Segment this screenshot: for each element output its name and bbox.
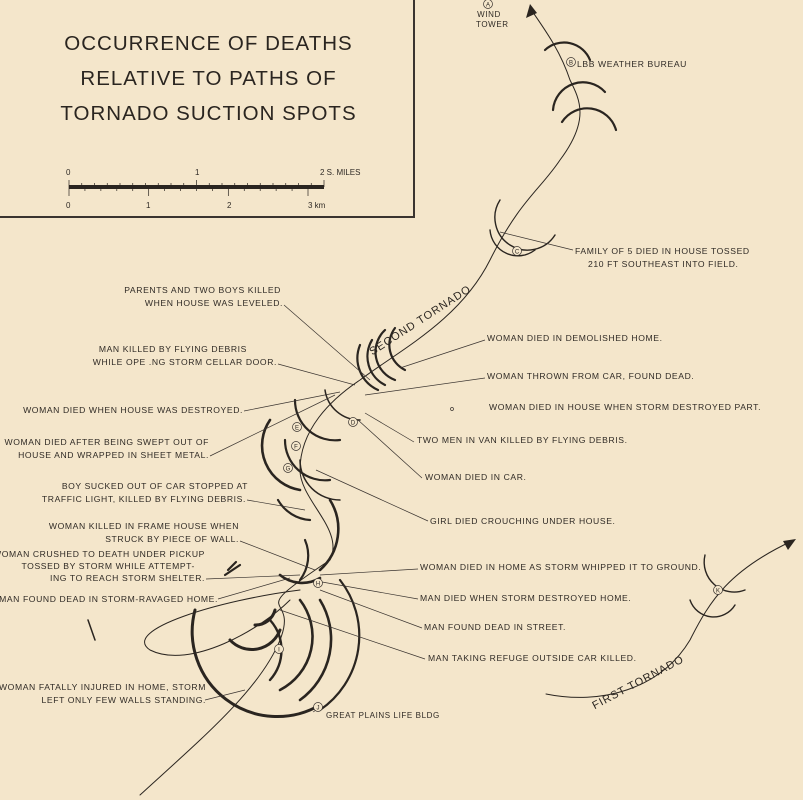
marker-d — [348, 417, 358, 427]
annotation-demolished: WOMAN DIED IN DEMOLISHED HOME. — [487, 333, 663, 343]
marker-e — [292, 422, 302, 432]
marker-h-letter: H — [316, 582, 320, 588]
annotation-fatally-line-1: WOMAN FATALLY INJURED IN HOME, STORM — [0, 682, 206, 692]
marker-i — [274, 644, 284, 654]
annotation-crushed-line-3: ING TO REACH STORM SHELTER. — [50, 573, 205, 583]
annotation-cellar-line-2: WHILE OPE .NG STORM CELLAR DOOR. — [92, 357, 277, 367]
second-tornado-path — [139, 7, 581, 796]
location-markers — [274, 0, 723, 712]
first-tornado-arrowhead — [783, 539, 796, 550]
marker-g — [283, 463, 293, 473]
annotation-parents: PARENTS AND TWO BOYS KILLED WHEN HOUSE W… — [124, 284, 283, 310]
annotation-family-line-1: FAMILY OF 5 DIED IN HOUSE TOSSED — [575, 246, 750, 256]
annotation-ravaged: MAN FOUND DEAD IN STORM-RAVAGED HOME. — [0, 594, 218, 604]
weather-bureau-label: LBB WEATHER BUREAU — [577, 59, 687, 69]
scale-km-0: 0 — [66, 201, 71, 210]
annotation-fatally: WOMAN FATALLY INJURED IN HOME, STORM LEF… — [0, 681, 206, 707]
marker-f-letter: F — [294, 445, 298, 451]
annotation-crushed: WOMAN CRUSHED TO DEATH UNDER PICKUP TOSS… — [0, 548, 205, 584]
scale-bar — [68, 180, 325, 196]
marker-k — [713, 585, 723, 595]
wind-tower-line-1: WIND — [477, 10, 501, 19]
scale-km-1: 1 — [146, 201, 151, 210]
annotation-frame: WOMAN KILLED IN FRAME HOUSE WHEN STRUCK … — [49, 520, 239, 546]
map-title-line-2: RELATIVE TO PATHS OF — [80, 67, 337, 90]
scale-km-2: 2 — [227, 201, 232, 210]
wind-tower-label: WIND TOWER — [476, 10, 509, 30]
annotation-crushed-line-1: WOMAN CRUSHED TO DEATH UNDER PICKUP — [0, 549, 205, 559]
scale-miles-2: 2 S. MILES — [320, 168, 361, 177]
leader-lines — [204, 231, 574, 713]
scale-miles-0: 0 — [66, 168, 71, 177]
map-title-line-1: OCCURRENCE OF DEATHS — [64, 32, 353, 55]
annotation-whipped: WOMAN DIED IN HOME AS STORM WHIPPED IT T… — [420, 562, 702, 572]
annotation-destroyed: WOMAN DIED WHEN HOUSE WAS DESTROYED. — [23, 405, 243, 415]
marker-e-letter: E — [295, 426, 299, 432]
annotation-swept-line-2: HOUSE AND WRAPPED IN SHEET METAL. — [18, 450, 209, 460]
annotation-swept-line-1: WOMAN DIED AFTER BEING SWEPT OUT OF — [4, 437, 209, 447]
marker-h — [313, 578, 323, 588]
annotation-frame-line-1: WOMAN KILLED IN FRAME HOUSE WHEN — [48, 521, 239, 531]
annotation-cellar-line-1: MAN KILLED BY FLYING DEBRIS — [98, 344, 247, 354]
map-title-line-3: TORNADO SUCTION SPOTS — [60, 102, 357, 125]
marker-d-letter: D — [351, 421, 356, 427]
marker-k-letter: K — [716, 589, 720, 595]
annotation-cellar: MAN KILLED BY FLYING DEBRIS WHILE OPE .N… — [93, 343, 277, 369]
annotation-thrown: WOMAN THROWN FROM CAR, FOUND DEAD. — [487, 371, 695, 381]
annotation-street: MAN FOUND DEAD IN STREET. — [424, 622, 567, 632]
wind-tower-line-2: TOWER — [476, 20, 509, 29]
marker-a — [483, 0, 493, 9]
annotation-van: TWO MEN IN VAN KILLED BY FLYING DEBRIS. — [417, 435, 628, 445]
annotation-girl: GIRL DIED CROUCHING UNDER HOUSE. — [430, 516, 616, 526]
scale-km-3: 3 km — [308, 201, 326, 210]
marker-a-letter: A — [486, 3, 490, 9]
annotation-boy-line-2: TRAFFIC LIGHT, KILLED BY FLYING DEBRIS. — [41, 494, 246, 504]
annotation-fatally-line-2: LEFT ONLY FEW WALLS STANDING. — [41, 695, 206, 705]
title-panel — [0, 0, 415, 218]
annotation-family-line-2: 210 FT SOUTHEAST INTO FIELD. — [588, 259, 739, 269]
marker-j — [313, 702, 323, 712]
marker-i-letter: I — [278, 648, 280, 654]
annotation-boy: BOY SUCKED OUT OF CAR STOPPED AT TRAFFIC… — [42, 480, 248, 506]
marker-j-letter: J — [317, 706, 320, 712]
annotation-crushed-line-2: TOSSED BY STORM WHILE ATTEMPT- — [21, 561, 195, 571]
marker-f — [291, 441, 301, 451]
first-tornado-path — [545, 540, 793, 698]
annotation-man-home: MAN DIED WHEN STORM DESTROYED HOME. — [420, 593, 632, 603]
marker-g-letter: G — [286, 467, 291, 473]
marker-b-letter: B — [569, 61, 573, 67]
marker-b — [566, 57, 576, 67]
scale-miles-1: 1 — [195, 168, 200, 177]
annotation-family: FAMILY OF 5 DIED IN HOUSE TOSSED 210 FT … — [575, 245, 750, 271]
annotation-swept: WOMAN DIED AFTER BEING SWEPT OUT OF HOUS… — [4, 436, 209, 462]
annotation-car: WOMAN DIED IN CAR. — [425, 472, 527, 482]
annotation-parents-line-2: WHEN HOUSE WAS LEVELED. — [144, 298, 283, 308]
second-tornado-arrowhead — [526, 4, 537, 18]
annotation-frame-line-2: STRUCK BY PIECE OF WALL. — [105, 534, 239, 544]
annotation-part: WOMAN DIED IN HOUSE WHEN STORM DESTROYED… — [489, 402, 762, 412]
annotation-parents-line-1: PARENTS AND TWO BOYS KILLED — [124, 285, 281, 295]
marker-c — [512, 246, 522, 256]
marker-c-letter: C — [515, 250, 520, 256]
annotation-refuge: MAN TAKING REFUGE OUTSIDE CAR KILLED. — [428, 653, 637, 663]
loop-path — [144, 589, 301, 656]
great-plains-label: GREAT PLAINS LIFE BLDG — [326, 711, 440, 720]
annotation-boy-line-1: BOY SUCKED OUT OF CAR STOPPED AT — [61, 481, 248, 491]
suction-spot-arcs — [87, 41, 746, 719]
